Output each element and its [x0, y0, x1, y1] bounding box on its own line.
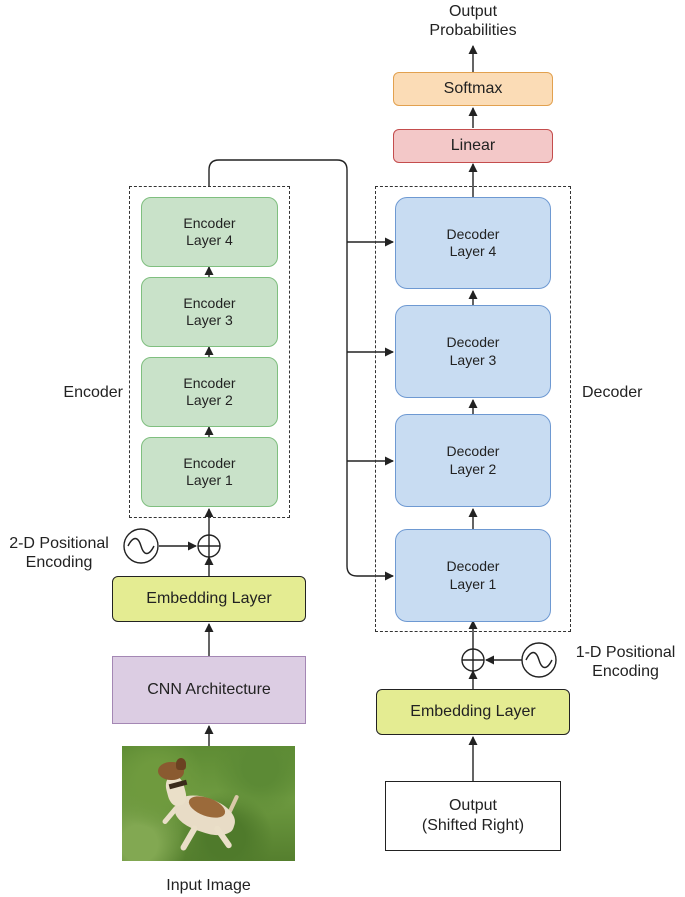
decoder-layer-2: Decoder Layer 2: [395, 414, 551, 507]
decoder-positional-encoding-label: 1-D Positional Encoding: [575, 644, 676, 681]
linear-layer: Linear: [393, 129, 553, 163]
decoder-layer-3: Decoder Layer 3: [395, 305, 551, 398]
softmax-layer: Softmax: [393, 72, 553, 106]
encoder-embedding-layer: Embedding Layer: [112, 576, 306, 622]
decoder-layer-4: Decoder Layer 4: [395, 197, 551, 289]
output-probabilities-label: Output Probabilities: [429, 3, 517, 40]
encoder-group-label: Encoder: [63, 384, 123, 401]
encoder-sine-icon: [123, 528, 159, 564]
decoder-group-label: Decoder: [582, 384, 643, 401]
decoder-embedding-layer: Embedding Layer: [376, 689, 570, 735]
encoder-group-border: [129, 186, 290, 518]
encoder-add-icon: [197, 534, 221, 558]
decoder-add-icon: [461, 648, 485, 672]
encoder-layer-2: Encoder Layer 2: [141, 357, 278, 427]
decoder-input-shifted-right: Output (Shifted Right): [385, 781, 561, 851]
encoder-layer-4: Encoder Layer 4: [141, 197, 278, 267]
input-image-dog-photo: [122, 746, 295, 861]
encoder-output-line: [208, 159, 394, 581]
encoder-layer-1: Encoder Layer 1: [141, 437, 278, 507]
decoder-sine-icon: [521, 642, 557, 678]
cnn-architecture: CNN Architecture: [112, 656, 306, 724]
decoder-group-border: [375, 186, 571, 632]
input-image-caption: Input Image: [166, 877, 251, 894]
encoder-layer-3: Encoder Layer 3: [141, 277, 278, 347]
decoder-layer-1: Decoder Layer 1: [395, 529, 551, 622]
encoder-positional-encoding-label: 2-D Positional Encoding: [9, 535, 109, 572]
